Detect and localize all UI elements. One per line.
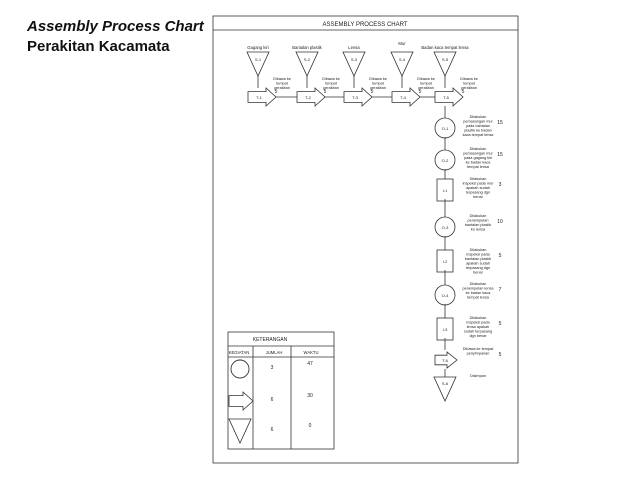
transport-arrow xyxy=(296,87,326,107)
process-step-label: O-4 xyxy=(442,293,449,298)
transport-time: 5 xyxy=(275,89,278,95)
storage-label: S-3 xyxy=(351,57,358,62)
process-step-label: O-3 xyxy=(442,225,449,230)
legend-count: 3 xyxy=(271,365,274,371)
process-step-label: T-6 xyxy=(442,358,449,363)
storage-triangle xyxy=(342,51,366,77)
component-name: Bantalan plastik xyxy=(292,45,322,50)
transport-label: T-2 xyxy=(305,95,312,100)
legend-count: 6 xyxy=(271,427,274,433)
transport-arrow xyxy=(247,87,277,107)
legend-time: 0 xyxy=(309,423,312,429)
legend-header: WAKTU xyxy=(304,350,319,355)
transport-time: 5 xyxy=(462,89,465,95)
legend-title: KETERANGAN xyxy=(253,337,288,343)
storage-label: S-4 xyxy=(399,57,406,62)
transport-label: T-4 xyxy=(400,95,407,100)
transport-label: T-3 xyxy=(352,95,359,100)
process-step-time: 15 xyxy=(497,152,503,158)
process-step-label: O-1 xyxy=(442,126,449,131)
page-title: Assembly Process Chart xyxy=(27,18,204,35)
process-step-time: 10 xyxy=(497,219,503,225)
process-step-label: S-6 xyxy=(442,381,449,386)
process-step-time: 5 xyxy=(499,253,502,259)
component-name: Badan kaca tempat lensa xyxy=(421,45,469,50)
legend-header: JUMLAH xyxy=(266,350,283,355)
component-name: Mur xyxy=(398,41,406,46)
storage-label: S-1 xyxy=(255,57,262,62)
transport-label: T-5 xyxy=(443,95,450,100)
process-step-time: 3 xyxy=(499,182,502,188)
process-step-description: Disimpan xyxy=(470,374,486,378)
storage-triangle xyxy=(433,376,457,402)
transport-arrow xyxy=(434,351,458,369)
process-step-label: I-2 xyxy=(443,259,448,264)
transport-time: 5 xyxy=(419,89,422,95)
process-step-time: 5 xyxy=(499,321,502,327)
storage-label: S-5 xyxy=(442,57,449,62)
transport-arrow xyxy=(343,87,373,107)
chart-title: ASSEMBLY PROCESS CHART xyxy=(322,22,407,28)
process-step-label: I-1 xyxy=(443,188,448,193)
legend-header: KEGIATAN xyxy=(229,350,250,355)
storage-triangle xyxy=(295,51,319,77)
process-step-time: 5 xyxy=(499,352,502,358)
transport-arrow xyxy=(391,87,421,107)
process-step-time: 15 xyxy=(497,120,503,126)
legend-transport-symbol xyxy=(228,391,254,411)
storage-label: S-2 xyxy=(304,57,311,62)
legend-storage-symbol xyxy=(228,418,252,444)
storage-triangle xyxy=(433,51,457,77)
storage-triangle xyxy=(246,51,270,77)
process-step-label: I-3 xyxy=(443,327,448,332)
transport-time: 5 xyxy=(371,89,374,95)
component-name: Lensa xyxy=(348,45,360,50)
legend-time: 30 xyxy=(307,393,313,399)
process-step-label: O-2 xyxy=(442,158,449,163)
legend-time: 47 xyxy=(307,361,313,367)
transport-arrow xyxy=(434,87,464,107)
legend-count: 6 xyxy=(271,397,274,403)
storage-triangle xyxy=(390,51,414,77)
transport-label: T-1 xyxy=(256,95,263,100)
page-subtitle: Perakitan Kacamata xyxy=(27,38,170,55)
process-step-time: 7 xyxy=(499,287,502,293)
component-name: Gagang kiri xyxy=(247,45,268,50)
legend-operation-symbol xyxy=(230,359,250,379)
transport-time: 5 xyxy=(324,89,327,95)
